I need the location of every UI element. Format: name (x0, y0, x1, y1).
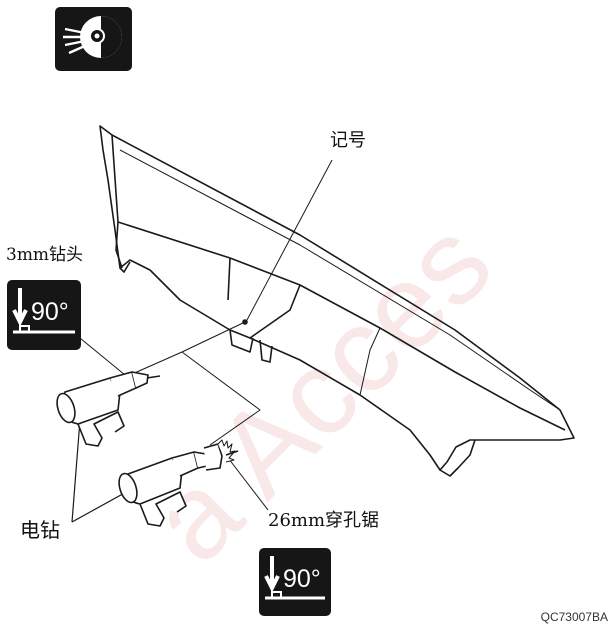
angle-label: 90° (31, 298, 69, 326)
perpendicular-90-icon: 90° (259, 548, 331, 616)
trim-inner-edge (111, 134, 566, 431)
electric-drill-label: 电钻 (20, 518, 60, 542)
drill-label-leader-2 (71, 489, 131, 523)
angle-label: 90° (283, 565, 321, 593)
figure-code: QC73007BA (540, 610, 608, 624)
hole-saw (203, 443, 223, 471)
perpendicular-90-icon: 90° (7, 280, 81, 350)
mark-label: 记号 (330, 130, 366, 151)
hole-saw-label: 26mm穿孔锯 (268, 510, 380, 531)
safety-goggles-icon (55, 7, 132, 71)
saw-leader-a (181, 351, 261, 446)
electric-drill-lower (118, 439, 239, 527)
trim-tab (229, 329, 254, 353)
trim-tab (259, 339, 273, 363)
electric-drill-upper (56, 371, 161, 447)
mark-leader (246, 159, 333, 321)
drill-leader (129, 321, 246, 376)
trim-panel-outline (99, 125, 575, 471)
drill-bit-label: 3mm钻头 (6, 245, 84, 265)
drill-label-leader-1 (71, 419, 81, 523)
